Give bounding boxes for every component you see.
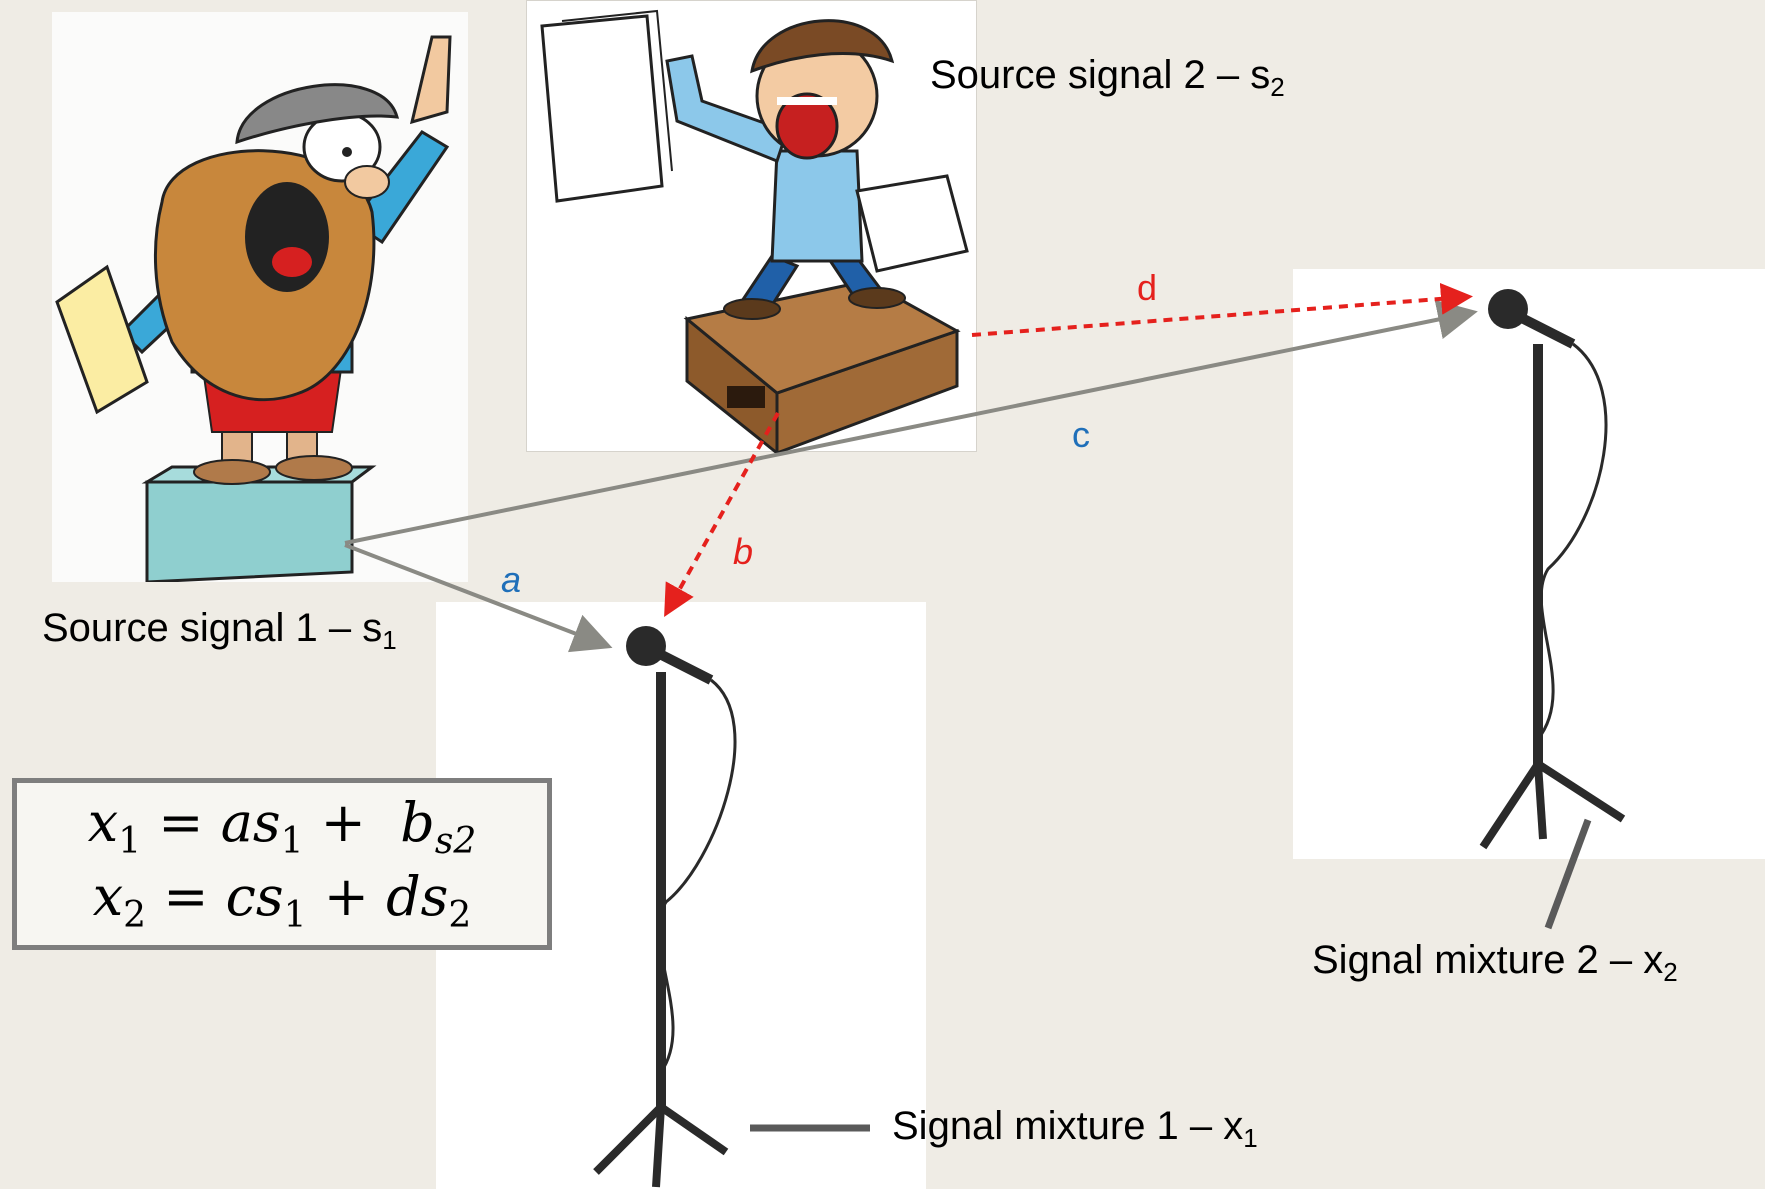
source2-picture bbox=[526, 0, 977, 453]
microphone-stand-icon bbox=[593, 626, 737, 1188]
coefficient-c: c bbox=[1072, 414, 1090, 455]
coefficient-d: d bbox=[1137, 267, 1158, 308]
equation-2: x2 = cs1 + ds2 bbox=[92, 865, 472, 936]
arrow-b bbox=[664, 412, 780, 617]
arrow-d bbox=[971, 282, 1473, 337]
microphone2-picture bbox=[1293, 269, 1765, 859]
newsboy-speaker-icon bbox=[540, 9, 969, 453]
source1-label: Source signal 1 – s1 bbox=[42, 606, 397, 655]
mixture2-label: Signal mixture 2 – x2 bbox=[1312, 938, 1678, 987]
mixture1-label: Signal mixture 1 – x1 bbox=[892, 1104, 1258, 1153]
source1-picture bbox=[52, 12, 468, 582]
pointer-mixture2 bbox=[1544, 818, 1592, 930]
mixing-equations-box: x1 = as1 + bs2 x2 = cs1 + ds2 bbox=[12, 778, 552, 950]
coefficient-a: a bbox=[501, 559, 522, 600]
coefficient-b: b bbox=[733, 531, 754, 572]
old-man-speaker-icon bbox=[55, 35, 452, 582]
arrow-c bbox=[344, 299, 1478, 545]
source2-label: Source signal 2 – s2 bbox=[930, 53, 1285, 102]
microphone-stand-icon bbox=[1479, 289, 1626, 850]
arrow-a bbox=[344, 543, 613, 653]
equation-1: x1 = as1 + bs2 bbox=[87, 791, 477, 863]
